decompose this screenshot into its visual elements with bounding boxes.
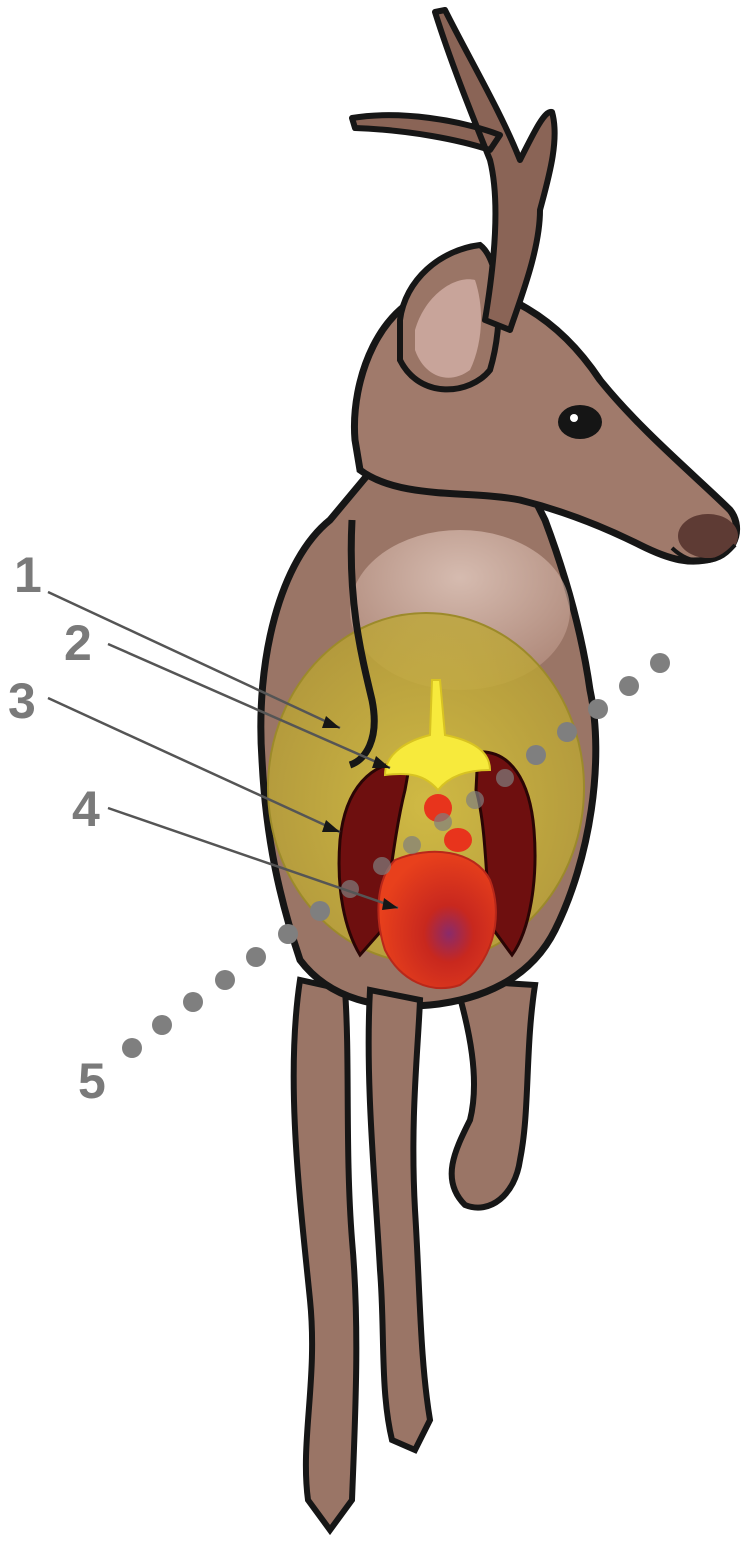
label-5: 5 — [78, 1053, 106, 1109]
deer-hind-leg — [294, 980, 357, 1530]
deer-eye-shine — [570, 414, 578, 422]
label-4: 4 — [72, 781, 100, 837]
deer-eye — [558, 405, 602, 439]
label-3: 3 — [8, 673, 36, 729]
deer-raised-leg — [452, 980, 535, 1208]
heart — [378, 852, 495, 988]
deer-front-leg — [369, 990, 430, 1450]
trachea — [444, 828, 472, 852]
label-2: 2 — [64, 615, 92, 671]
label-1: 1 — [14, 547, 42, 603]
